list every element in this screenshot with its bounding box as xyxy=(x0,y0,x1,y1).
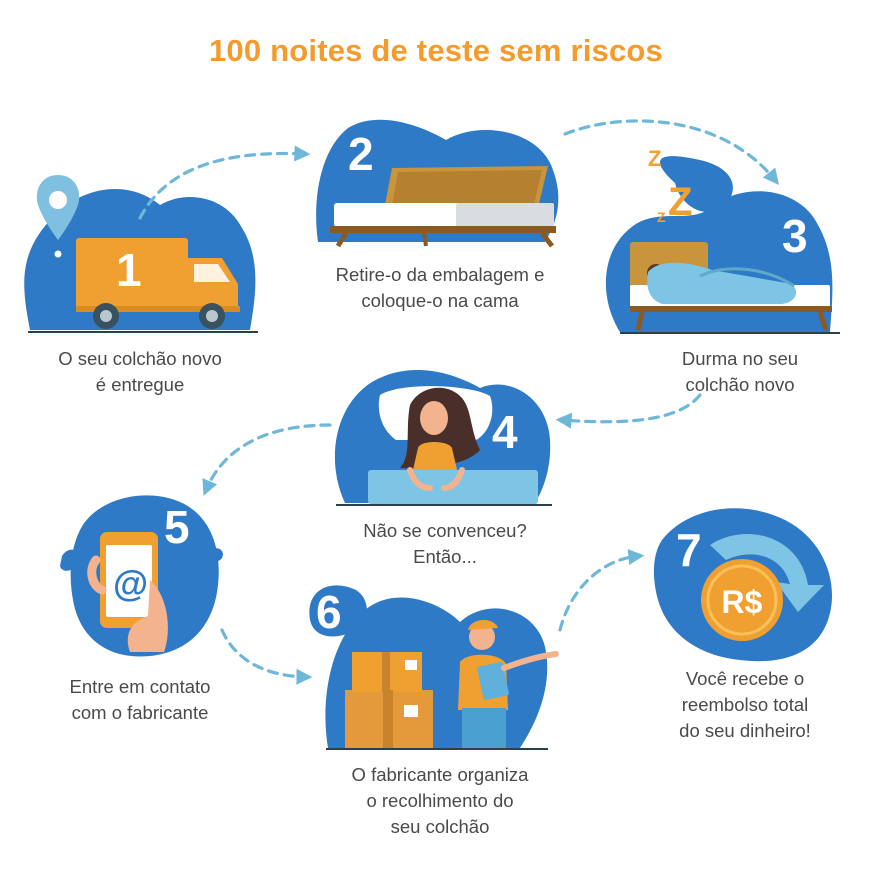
flow-arrows xyxy=(138,119,780,685)
coin-icon xyxy=(701,559,783,641)
refund-arrow-icon xyxy=(710,534,824,612)
caption-line: Durma no seu xyxy=(681,348,799,369)
step-4-caption: Não se convenceu? Então... xyxy=(320,518,570,570)
step-2-caption: Retire-o da embalagem e coloque-o na cam… xyxy=(305,262,575,314)
caption-line: Retire-o da embalagem e xyxy=(335,264,545,285)
step-3-number: 3 xyxy=(782,210,808,262)
step-7-illustration: R$ xyxy=(653,508,833,662)
step-4-illustration xyxy=(334,369,552,506)
arrow-2-to-3 xyxy=(563,119,780,185)
sleep-z-big-icon: Z xyxy=(668,180,692,224)
step-5-blob-small xyxy=(60,549,79,571)
caption-line: o recolhimento do xyxy=(366,790,514,811)
bed-icon xyxy=(330,166,556,248)
step-3-illustration: Z Z Z xyxy=(605,146,840,334)
caption-line: colchão novo xyxy=(685,374,795,395)
caption-line: é entregue xyxy=(95,374,185,395)
currency-label: R$ xyxy=(722,584,763,620)
sleep-z-icon xyxy=(660,156,733,212)
arrow-6-to-7 xyxy=(558,549,645,632)
sleeping-bed-icon xyxy=(630,242,832,331)
step-6-number: 6 xyxy=(316,586,342,638)
step-7-number: 7 xyxy=(676,524,702,576)
step-6-blob-top xyxy=(309,585,367,637)
step-4-number: 4 xyxy=(492,406,518,458)
step-1-illustration xyxy=(24,175,258,333)
step-5-number: 5 xyxy=(164,501,190,553)
location-pin-icon xyxy=(36,175,80,258)
caption-line: seu colchão xyxy=(390,816,490,837)
step-2-number: 2 xyxy=(348,128,374,180)
step-7-caption: Você recebe o reembolso total do seu din… xyxy=(640,666,850,744)
arrow-4-to-5 xyxy=(202,423,332,496)
step-1-number: 1 xyxy=(116,244,142,296)
caption-line: reembolso total xyxy=(681,694,809,715)
cardboard-boxes-icon xyxy=(345,652,433,748)
courier-person-icon xyxy=(458,619,559,748)
step-6-caption: O fabricante organiza o recolhimento do … xyxy=(320,762,560,840)
sleep-z-small-icon: Z xyxy=(648,146,661,171)
at-sign-icon: @ xyxy=(113,563,148,604)
caption-line: Você recebe o xyxy=(685,668,805,689)
step-5-illustration: @ xyxy=(60,495,223,657)
caption-line: Não se convenceu? xyxy=(363,520,527,541)
step-6-illustration xyxy=(309,585,559,750)
step-5-blob-dot xyxy=(209,548,223,562)
step-5-caption: Entre em contato com o fabricante xyxy=(30,674,250,726)
delivery-truck-icon xyxy=(76,238,240,329)
smartphone-icon xyxy=(87,532,168,652)
step-1-caption: O seu colchão novo é entregue xyxy=(20,346,260,398)
arrow-3-to-4 xyxy=(555,393,702,429)
arrow-5-to-6 xyxy=(220,628,313,685)
sleep-z-tiny-icon: Z xyxy=(657,209,666,225)
step-3-caption: Durma no seu colchão novo xyxy=(630,346,850,398)
page-title: 100 noites de teste sem riscos xyxy=(208,33,663,68)
caption-line: Entre em contato xyxy=(69,676,211,697)
caption-line: do seu dinheiro! xyxy=(679,720,811,741)
caption-line: com o fabricante xyxy=(71,702,209,723)
caption-line: O seu colchão novo xyxy=(58,348,222,369)
caption-line: Então... xyxy=(413,546,477,567)
step-2-illustration xyxy=(316,119,559,248)
arrow-1-to-2 xyxy=(138,145,311,220)
woman-in-bed-icon xyxy=(368,386,538,504)
caption-line: coloque-o na cama xyxy=(361,290,519,311)
caption-line: O fabricante organiza xyxy=(351,764,529,785)
